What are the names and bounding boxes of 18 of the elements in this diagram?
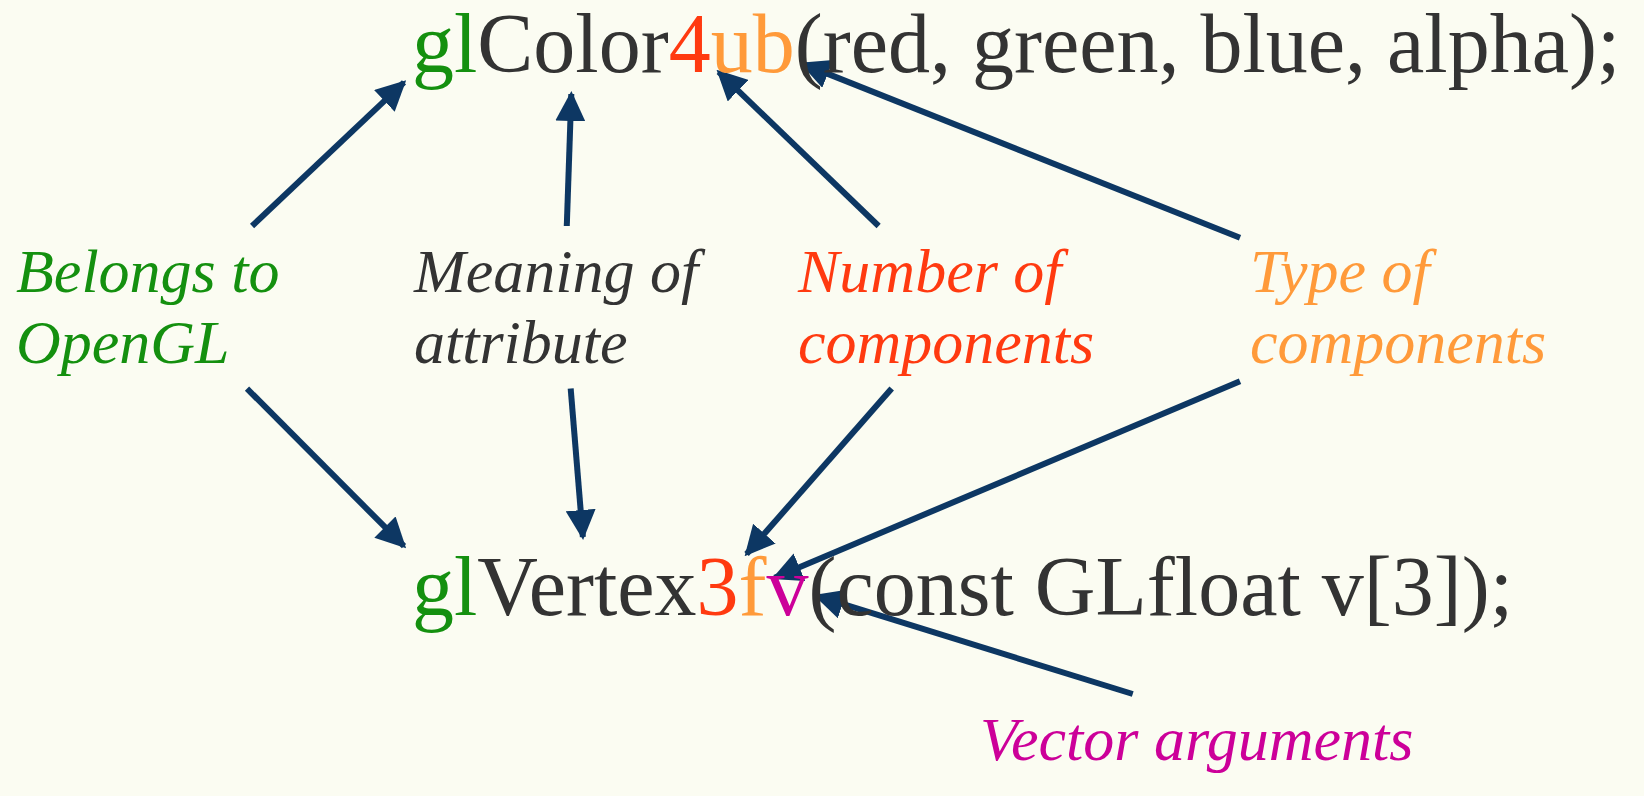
code-token: 4 xyxy=(668,2,711,86)
annotation-text: Meaning of attribute xyxy=(414,236,714,379)
arrow xyxy=(244,386,407,549)
arrow xyxy=(716,69,881,229)
code-token: f xyxy=(738,545,767,629)
arrow xyxy=(771,378,1242,582)
arrow xyxy=(744,386,894,557)
code-token: Vertex xyxy=(477,545,697,629)
arrow xyxy=(249,80,407,229)
annotation-text: Type of components xyxy=(1250,236,1580,379)
code-token: ub xyxy=(710,2,795,86)
annotation-text: Belongs to OpenGL xyxy=(16,236,316,379)
arrow xyxy=(555,91,586,227)
annotation-text: Number of components xyxy=(798,236,1128,379)
code-token: Color xyxy=(477,2,669,86)
code-token: 3 xyxy=(696,545,739,629)
annotation-text: Vector arguments xyxy=(980,704,1580,776)
arrow xyxy=(565,388,596,540)
